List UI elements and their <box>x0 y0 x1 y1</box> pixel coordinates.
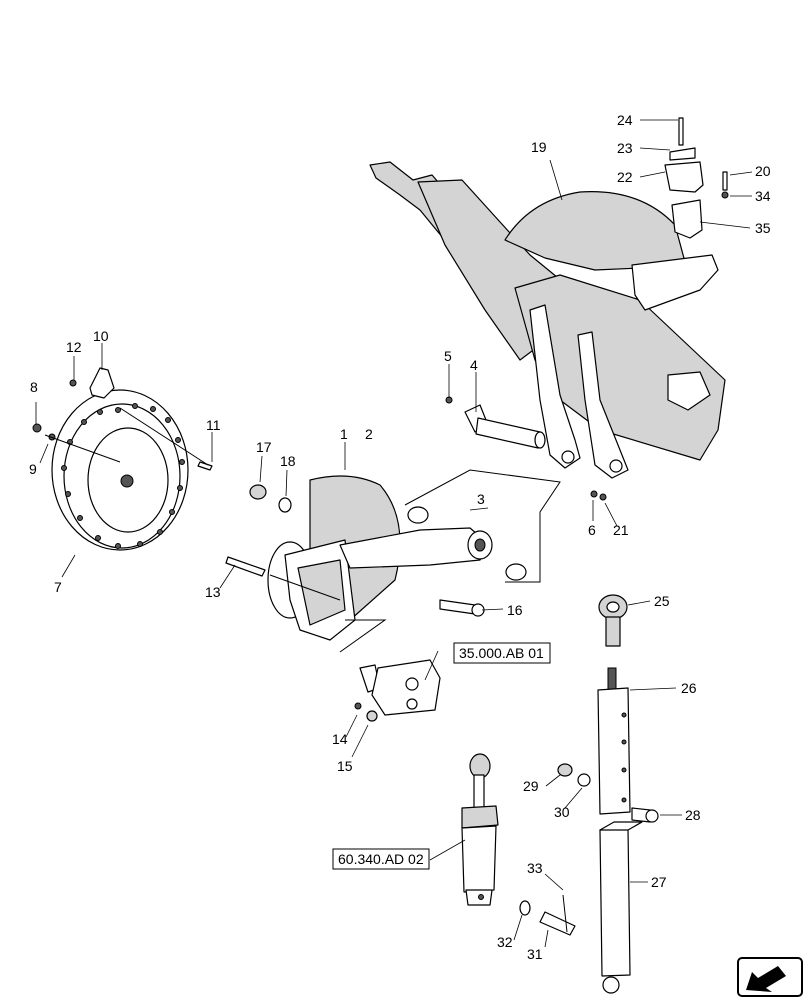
rotor-housing <box>225 469 561 641</box>
washers-nuts <box>249 484 607 513</box>
callout-26: 26 <box>681 680 697 696</box>
callout-6: 6 <box>588 522 596 538</box>
callout-20: 20 <box>755 163 771 179</box>
pin-hardware <box>519 894 576 936</box>
frame-arm <box>369 161 726 479</box>
callout-7: 7 <box>54 579 62 595</box>
hydraulic-cylinder <box>461 753 499 906</box>
callout-27: 27 <box>651 874 667 890</box>
callout-24: 24 <box>617 112 633 128</box>
callout-35: 35 <box>755 220 771 236</box>
callout-labels: 1 2 3 4 5 6 7 8 9 10 11 12 13 14 15 16 1… <box>29 112 771 962</box>
callout-17: 17 <box>256 439 272 455</box>
callout-29: 29 <box>523 778 539 794</box>
bracket-10-and-bolts <box>32 367 213 471</box>
callout-19: 19 <box>531 139 547 155</box>
callout-33: 33 <box>527 860 543 876</box>
hydraulic-motor <box>339 619 441 722</box>
callout-18: 18 <box>280 453 296 469</box>
callout-8: 8 <box>30 379 38 395</box>
callout-28: 28 <box>685 807 701 823</box>
callout-12: 12 <box>66 339 82 355</box>
callout-11: 11 <box>206 417 221 433</box>
disc-bolt-holes <box>61 403 185 549</box>
callout-9: 9 <box>29 461 37 477</box>
callout-31: 31 <box>527 946 543 962</box>
callout-30: 30 <box>554 804 570 820</box>
callout-10: 10 <box>93 328 109 344</box>
reference-box-cylinder[interactable]: 60.340.AD 02 <box>332 848 430 870</box>
adjuster-link <box>557 594 659 994</box>
callout-5: 5 <box>444 348 452 364</box>
pivot-shaft <box>445 396 546 449</box>
callout-1: 1 <box>340 426 348 442</box>
callout-14: 14 <box>332 731 348 747</box>
reference-box-motor[interactable]: 35.000.AB 01 <box>453 642 551 664</box>
callout-3: 3 <box>477 491 485 507</box>
callout-15: 15 <box>337 758 353 774</box>
callout-22: 22 <box>617 169 633 185</box>
callout-34: 34 <box>755 188 771 204</box>
callout-23: 23 <box>617 140 633 156</box>
callout-13: 13 <box>205 584 221 600</box>
callout-2: 2 <box>365 426 373 442</box>
disc-wheel-7 <box>51 389 189 551</box>
callout-4: 4 <box>470 357 478 373</box>
callout-32: 32 <box>497 934 513 950</box>
reference-label-cylinder: 60.340.AD 02 <box>338 851 424 867</box>
top-bracket <box>664 117 729 239</box>
callout-21: 21 <box>613 522 629 538</box>
arrow-navigation-icon[interactable] <box>737 957 803 997</box>
callout-25: 25 <box>654 593 670 609</box>
callout-16: 16 <box>507 602 523 618</box>
leader-lines <box>35 119 753 948</box>
reference-label-motor: 35.000.AB 01 <box>459 645 544 661</box>
